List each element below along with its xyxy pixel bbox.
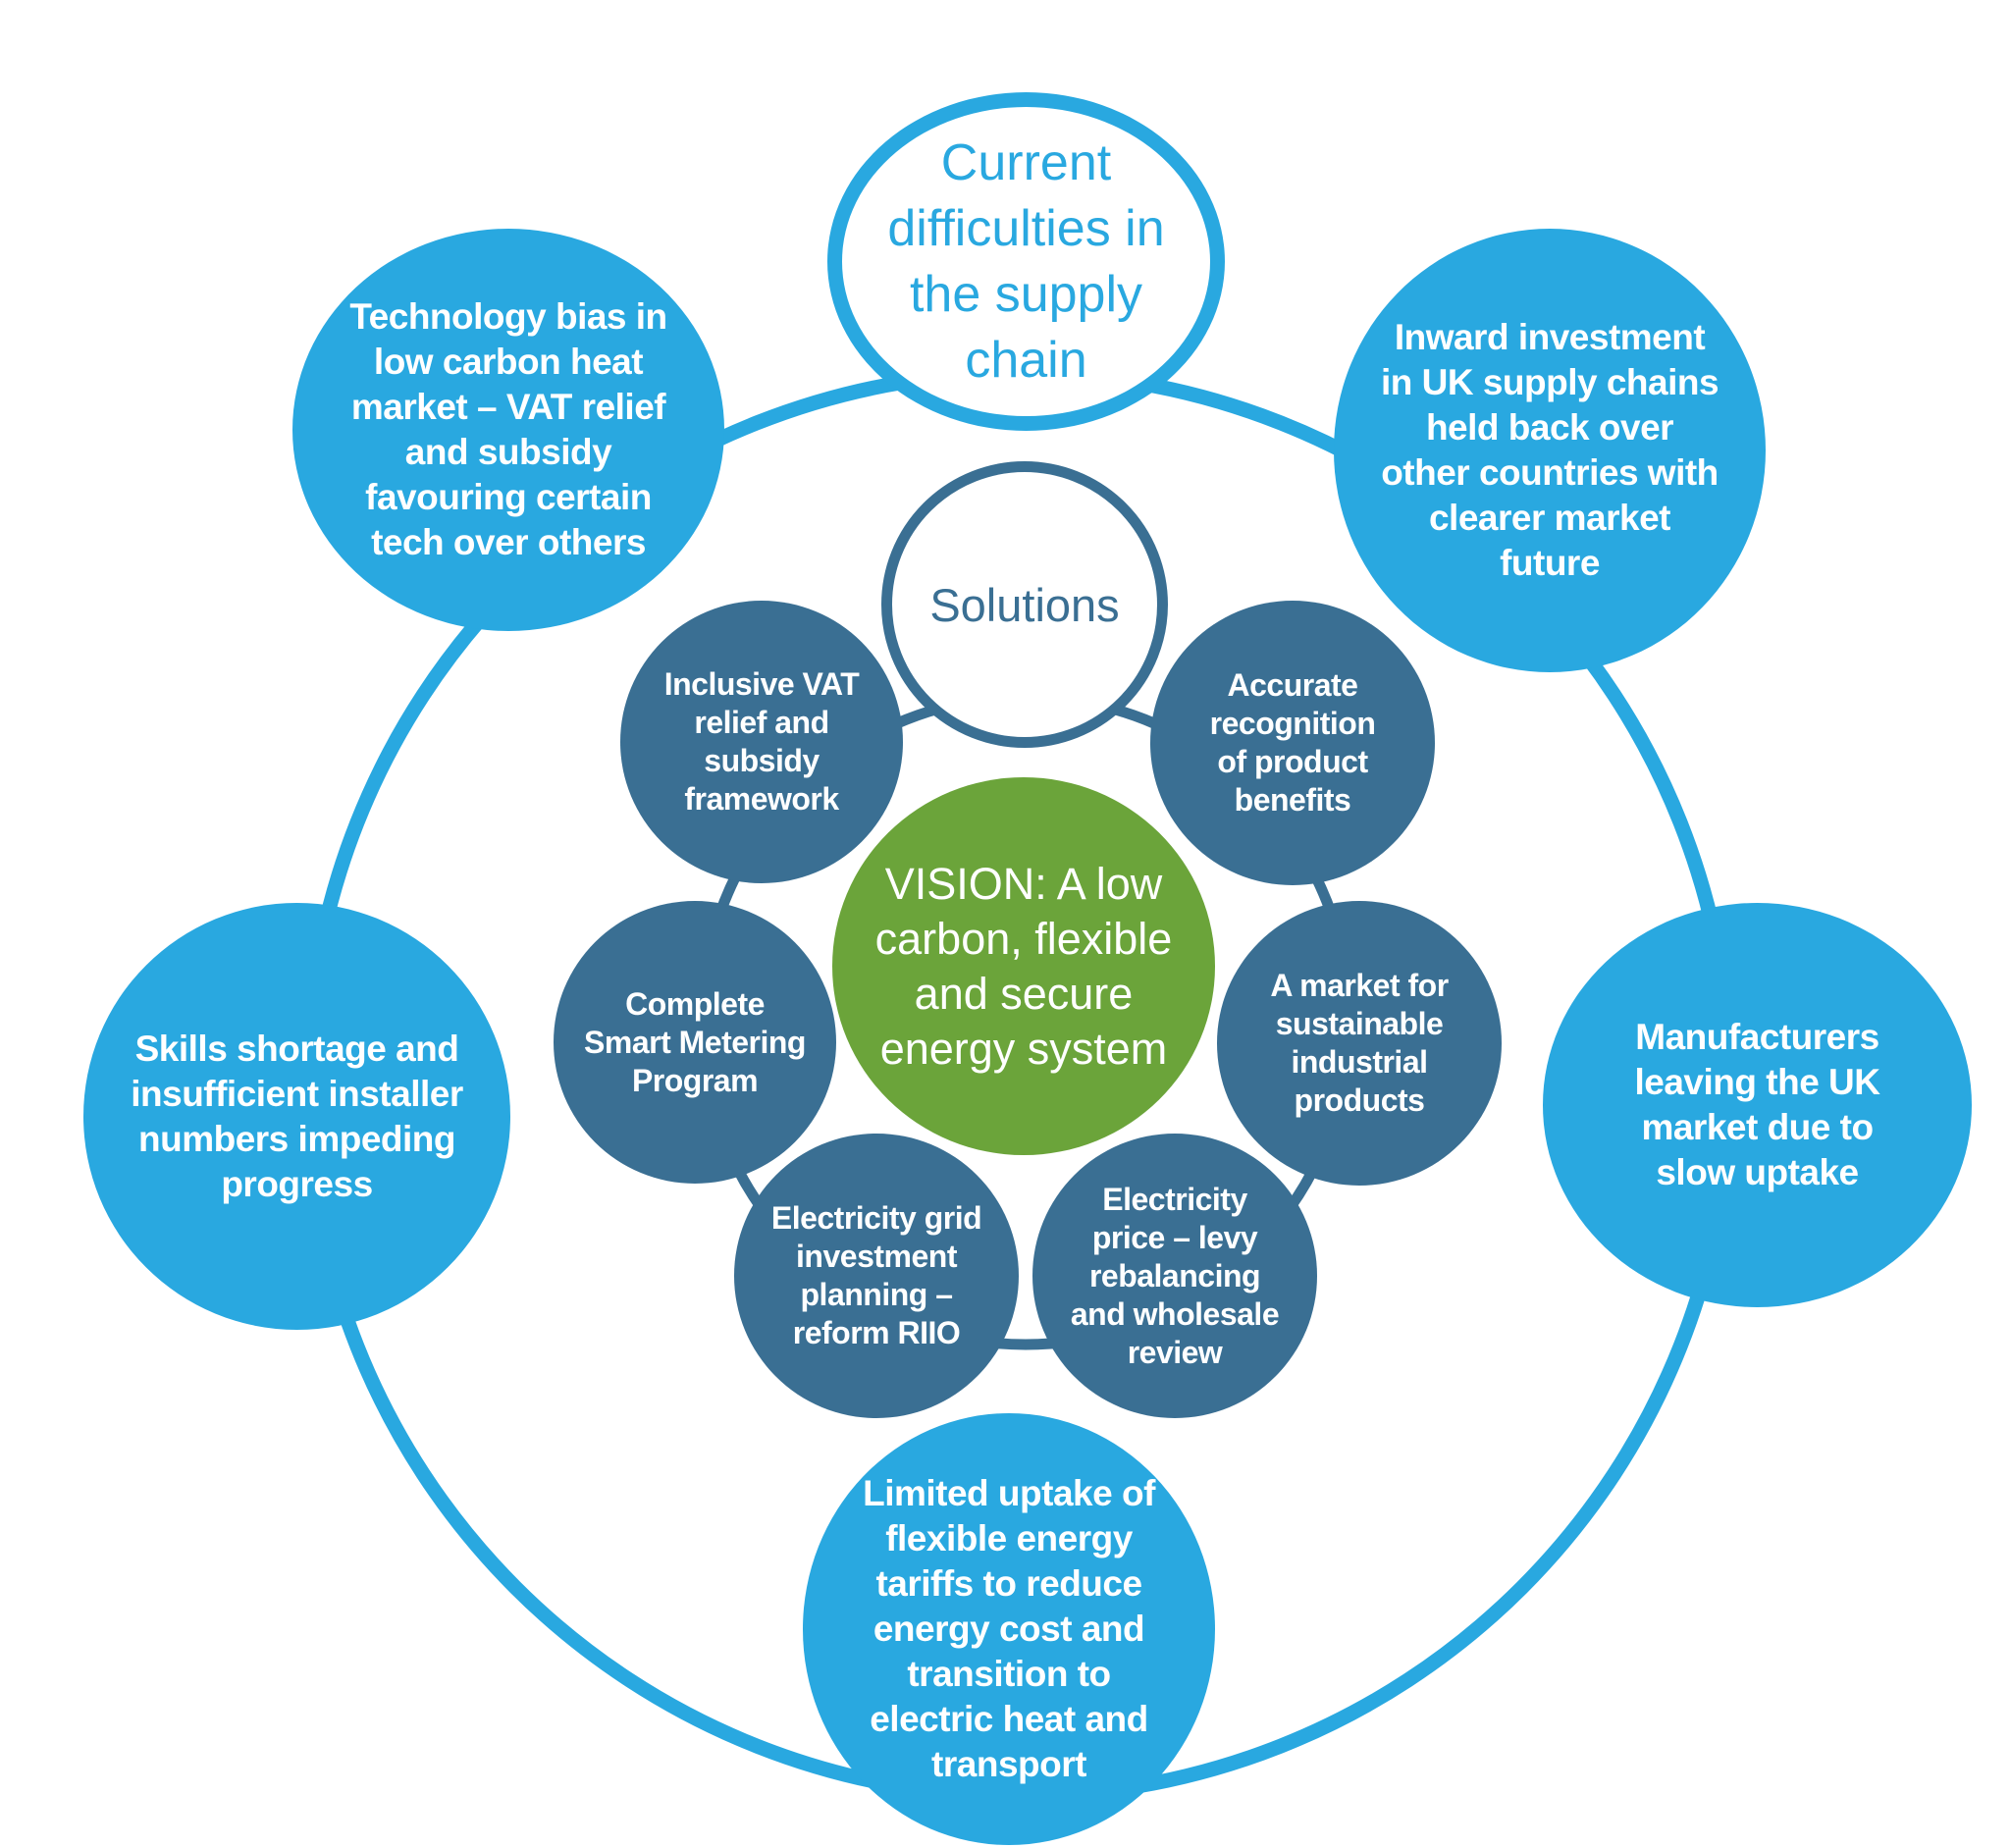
- vision-text: VISION: A low carbon, flexible and secur…: [874, 858, 1173, 1074]
- difficulty-inward-investment: Inward investment in UK supply chains he…: [1334, 229, 1766, 672]
- vision-center-circle: VISION: A low carbon, flexible and secur…: [832, 777, 1215, 1155]
- solution-vat-relief: Inclusive VAT relief and subsidy framewo…: [620, 601, 903, 883]
- solution-industrial-market: A market for sustainable industrial prod…: [1217, 901, 1502, 1186]
- difficulty-text: Limited uptake of flexible energy tariff…: [863, 1473, 1155, 1784]
- difficulty-skills-shortage: Skills shortage and insufficient install…: [83, 903, 510, 1330]
- solution-text: Complete Smart Metering Program: [584, 985, 806, 1098]
- difficulty-limited-uptake: Limited uptake of flexible energy tariff…: [803, 1413, 1215, 1845]
- difficulties-header-text: Current difficulties in the supply chain: [887, 133, 1165, 389]
- difficulty-text: Manufacturers leaving the UK market due …: [1634, 1017, 1881, 1192]
- solution-text: Accurate recognition of product benefits: [1209, 667, 1376, 818]
- difficulty-technology-bias: Technology bias in low carbon heat marke…: [292, 229, 724, 631]
- solution-text: Electricity grid investment planning – r…: [770, 1200, 982, 1350]
- solution-text: Inclusive VAT relief and subsidy framewo…: [663, 666, 860, 817]
- difficulties-header-circle: Current difficulties in the supply chain: [827, 92, 1225, 431]
- solution-text: Electricity price – levy rebalancing and…: [1070, 1181, 1280, 1370]
- solution-product-benefits: Accurate recognition of product benefits: [1150, 601, 1435, 885]
- difficulty-text: Skills shortage and insufficient install…: [131, 1028, 463, 1204]
- solutions-header-text: Solutions: [929, 578, 1120, 631]
- solution-text: A market for sustainable industrial prod…: [1270, 968, 1449, 1118]
- difficulty-manufacturers-leaving: Manufacturers leaving the UK market due …: [1543, 903, 1972, 1307]
- solutions-header-circle: Solutions: [881, 461, 1168, 748]
- solution-smart-metering: Complete Smart Metering Program: [554, 901, 836, 1184]
- difficulty-text: Technology bias in low carbon heat marke…: [349, 296, 667, 562]
- difficulty-text: Inward investment in UK supply chains he…: [1380, 317, 1719, 583]
- solution-grid-investment: Electricity grid investment planning – r…: [734, 1134, 1019, 1418]
- solution-electricity-price: Electricity price – levy rebalancing and…: [1032, 1134, 1317, 1418]
